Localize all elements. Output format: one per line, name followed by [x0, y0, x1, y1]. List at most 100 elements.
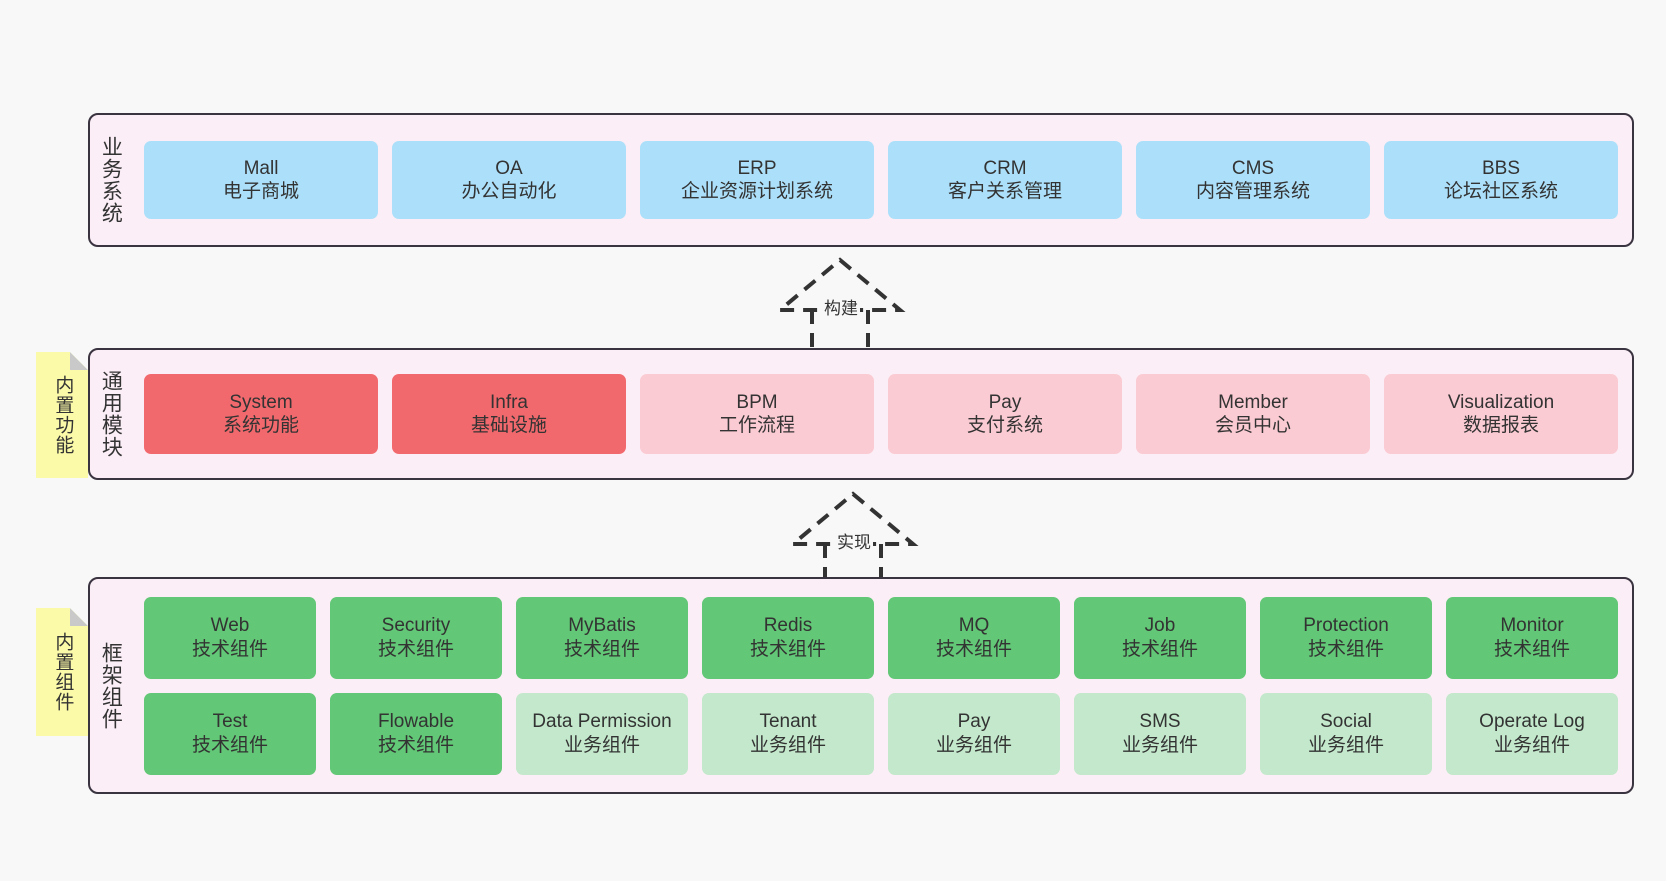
card-title: CMS [1231, 157, 1275, 179]
card-subtitle: 支付系统 [966, 415, 1043, 436]
card-subtitle: 系统功能 [222, 415, 299, 436]
card-subtitle: 论坛社区系统 [1443, 181, 1558, 202]
card-security[interactable]: Security 技术组件 [330, 596, 502, 679]
card-title: Pay [988, 391, 1022, 413]
card-row: Test 技术组件 Flowable 技术组件 Data Permission … [144, 692, 1618, 775]
card-test[interactable]: Test 技术组件 [144, 692, 316, 775]
card-title: Test [212, 711, 248, 733]
card-job[interactable]: Job 技术组件 [1074, 596, 1246, 679]
layer-common-modules: 通用模块 System 系统功能 Infra 基础设施 BPM 工作流程 Pay… [88, 348, 1634, 480]
card-title: Mall [243, 157, 279, 179]
card-subtitle: 基础设施 [470, 415, 547, 436]
card-infra[interactable]: Infra 基础设施 [392, 374, 626, 454]
folded-corner-icon [70, 352, 88, 370]
card-row: Mall 电子商城 OA 办公自动化 ERP 企业资源计划系统 CRM 客户关系… [144, 141, 1618, 219]
card-crm[interactable]: CRM 客户关系管理 [888, 141, 1122, 219]
note-builtin-features: 内置功能 [36, 352, 88, 478]
card-subtitle: 业务组件 [1121, 734, 1198, 756]
card-bpm[interactable]: BPM 工作流程 [640, 374, 874, 454]
card-title: Flowable [377, 711, 455, 733]
card-protection[interactable]: Protection 技术组件 [1260, 596, 1432, 679]
card-operate-log[interactable]: Operate Log 业务组件 [1446, 692, 1618, 775]
card-pay[interactable]: Pay 支付系统 [888, 374, 1122, 454]
layer-business-system: 业务系统 Mall 电子商城 OA 办公自动化 ERP 企业资源计划系统 CRM… [88, 113, 1634, 247]
card-subtitle: 业务组件 [749, 734, 826, 756]
card-pay-business[interactable]: Pay 业务组件 [888, 692, 1060, 775]
card-subtitle: 技术组件 [1121, 638, 1198, 660]
layer-business-system-label: 业务系统 [99, 136, 123, 224]
card-title: ERP [737, 157, 777, 179]
card-mybatis[interactable]: MyBatis 技术组件 [516, 596, 688, 679]
card-subtitle: 技术组件 [935, 638, 1012, 660]
layer-framework-components: 框架组件 Web 技术组件 Security 技术组件 MyBatis 技术组件… [88, 577, 1634, 794]
card-subtitle: 办公自动化 [461, 181, 557, 202]
card-subtitle: 内容管理系统 [1195, 181, 1310, 202]
card-title: Data Permission [532, 711, 672, 733]
card-subtitle: 业务组件 [1307, 734, 1384, 756]
card-subtitle: 技术组件 [1307, 638, 1384, 660]
card-title: CRM [983, 157, 1027, 179]
card-bbs[interactable]: BBS 论坛社区系统 [1384, 141, 1618, 219]
connector-implement-label: 实现 [835, 528, 873, 553]
connector-build-label: 构建 [822, 294, 860, 319]
card-sms[interactable]: SMS 业务组件 [1074, 692, 1246, 775]
card-title: BPM [736, 391, 778, 413]
card-erp[interactable]: ERP 企业资源计划系统 [640, 141, 874, 219]
card-title: Protection [1303, 615, 1389, 637]
card-subtitle: 工作流程 [718, 415, 795, 436]
card-subtitle: 电子商城 [222, 181, 299, 202]
card-social[interactable]: Social 业务组件 [1260, 692, 1432, 775]
card-title: MyBatis [568, 615, 636, 637]
card-title: Web [210, 615, 250, 637]
card-title: Operate Log [1479, 711, 1585, 733]
layer-business-system-body: Mall 电子商城 OA 办公自动化 ERP 企业资源计划系统 CRM 客户关系… [130, 115, 1632, 245]
card-subtitle: 技术组件 [191, 638, 268, 660]
card-redis[interactable]: Redis 技术组件 [702, 596, 874, 679]
note-text: 内置组件 [52, 632, 74, 712]
layer-common-modules-label: 通用模块 [99, 370, 123, 458]
card-flowable[interactable]: Flowable 技术组件 [330, 692, 502, 775]
card-cms[interactable]: CMS 内容管理系统 [1136, 141, 1370, 219]
card-system[interactable]: System 系统功能 [144, 374, 378, 454]
layer-framework-components-label: 框架组件 [99, 641, 123, 730]
card-title: Infra [489, 391, 529, 413]
card-title: Redis [763, 615, 813, 637]
card-subtitle: 业务组件 [935, 734, 1012, 756]
card-subtitle: 业务组件 [563, 734, 640, 756]
card-subtitle: 技术组件 [377, 638, 454, 660]
card-subtitle: 技术组件 [749, 638, 826, 660]
card-title: BBS [1481, 157, 1521, 179]
connector-build: 构建 [760, 256, 920, 352]
card-member[interactable]: Member 会员中心 [1136, 374, 1370, 454]
card-title: Security [381, 615, 451, 637]
card-subtitle: 技术组件 [377, 734, 454, 756]
card-monitor[interactable]: Monitor 技术组件 [1446, 596, 1618, 679]
card-title: Member [1218, 391, 1288, 413]
card-title: System [229, 391, 293, 413]
card-data-permission[interactable]: Data Permission 业务组件 [516, 692, 688, 775]
note-builtin-components: 内置组件 [36, 608, 88, 736]
card-title: Social [1320, 711, 1372, 733]
card-row: Web 技术组件 Security 技术组件 MyBatis 技术组件 Redi… [144, 596, 1618, 679]
card-title: Pay [957, 711, 991, 733]
card-subtitle: 技术组件 [191, 734, 268, 756]
card-visualization[interactable]: Visualization 数据报表 [1384, 374, 1618, 454]
note-text: 内置功能 [52, 375, 74, 455]
card-subtitle: 技术组件 [1493, 638, 1570, 660]
card-subtitle: 企业资源计划系统 [680, 181, 833, 202]
card-title: OA [495, 157, 523, 179]
card-subtitle: 会员中心 [1214, 415, 1291, 436]
card-title: MQ [958, 615, 990, 637]
layer-common-modules-body: System 系统功能 Infra 基础设施 BPM 工作流程 Pay 支付系统… [130, 350, 1632, 478]
card-row: System 系统功能 Infra 基础设施 BPM 工作流程 Pay 支付系统… [144, 374, 1618, 454]
card-mall[interactable]: Mall 电子商城 [144, 141, 378, 219]
card-title: Monitor [1500, 615, 1564, 637]
card-oa[interactable]: OA 办公自动化 [392, 141, 626, 219]
folded-corner-icon [70, 608, 88, 626]
card-tenant[interactable]: Tenant 业务组件 [702, 692, 874, 775]
card-subtitle: 技术组件 [563, 638, 640, 660]
card-mq[interactable]: MQ 技术组件 [888, 596, 1060, 679]
connector-implement: 实现 [773, 490, 933, 586]
card-web[interactable]: Web 技术组件 [144, 596, 316, 679]
